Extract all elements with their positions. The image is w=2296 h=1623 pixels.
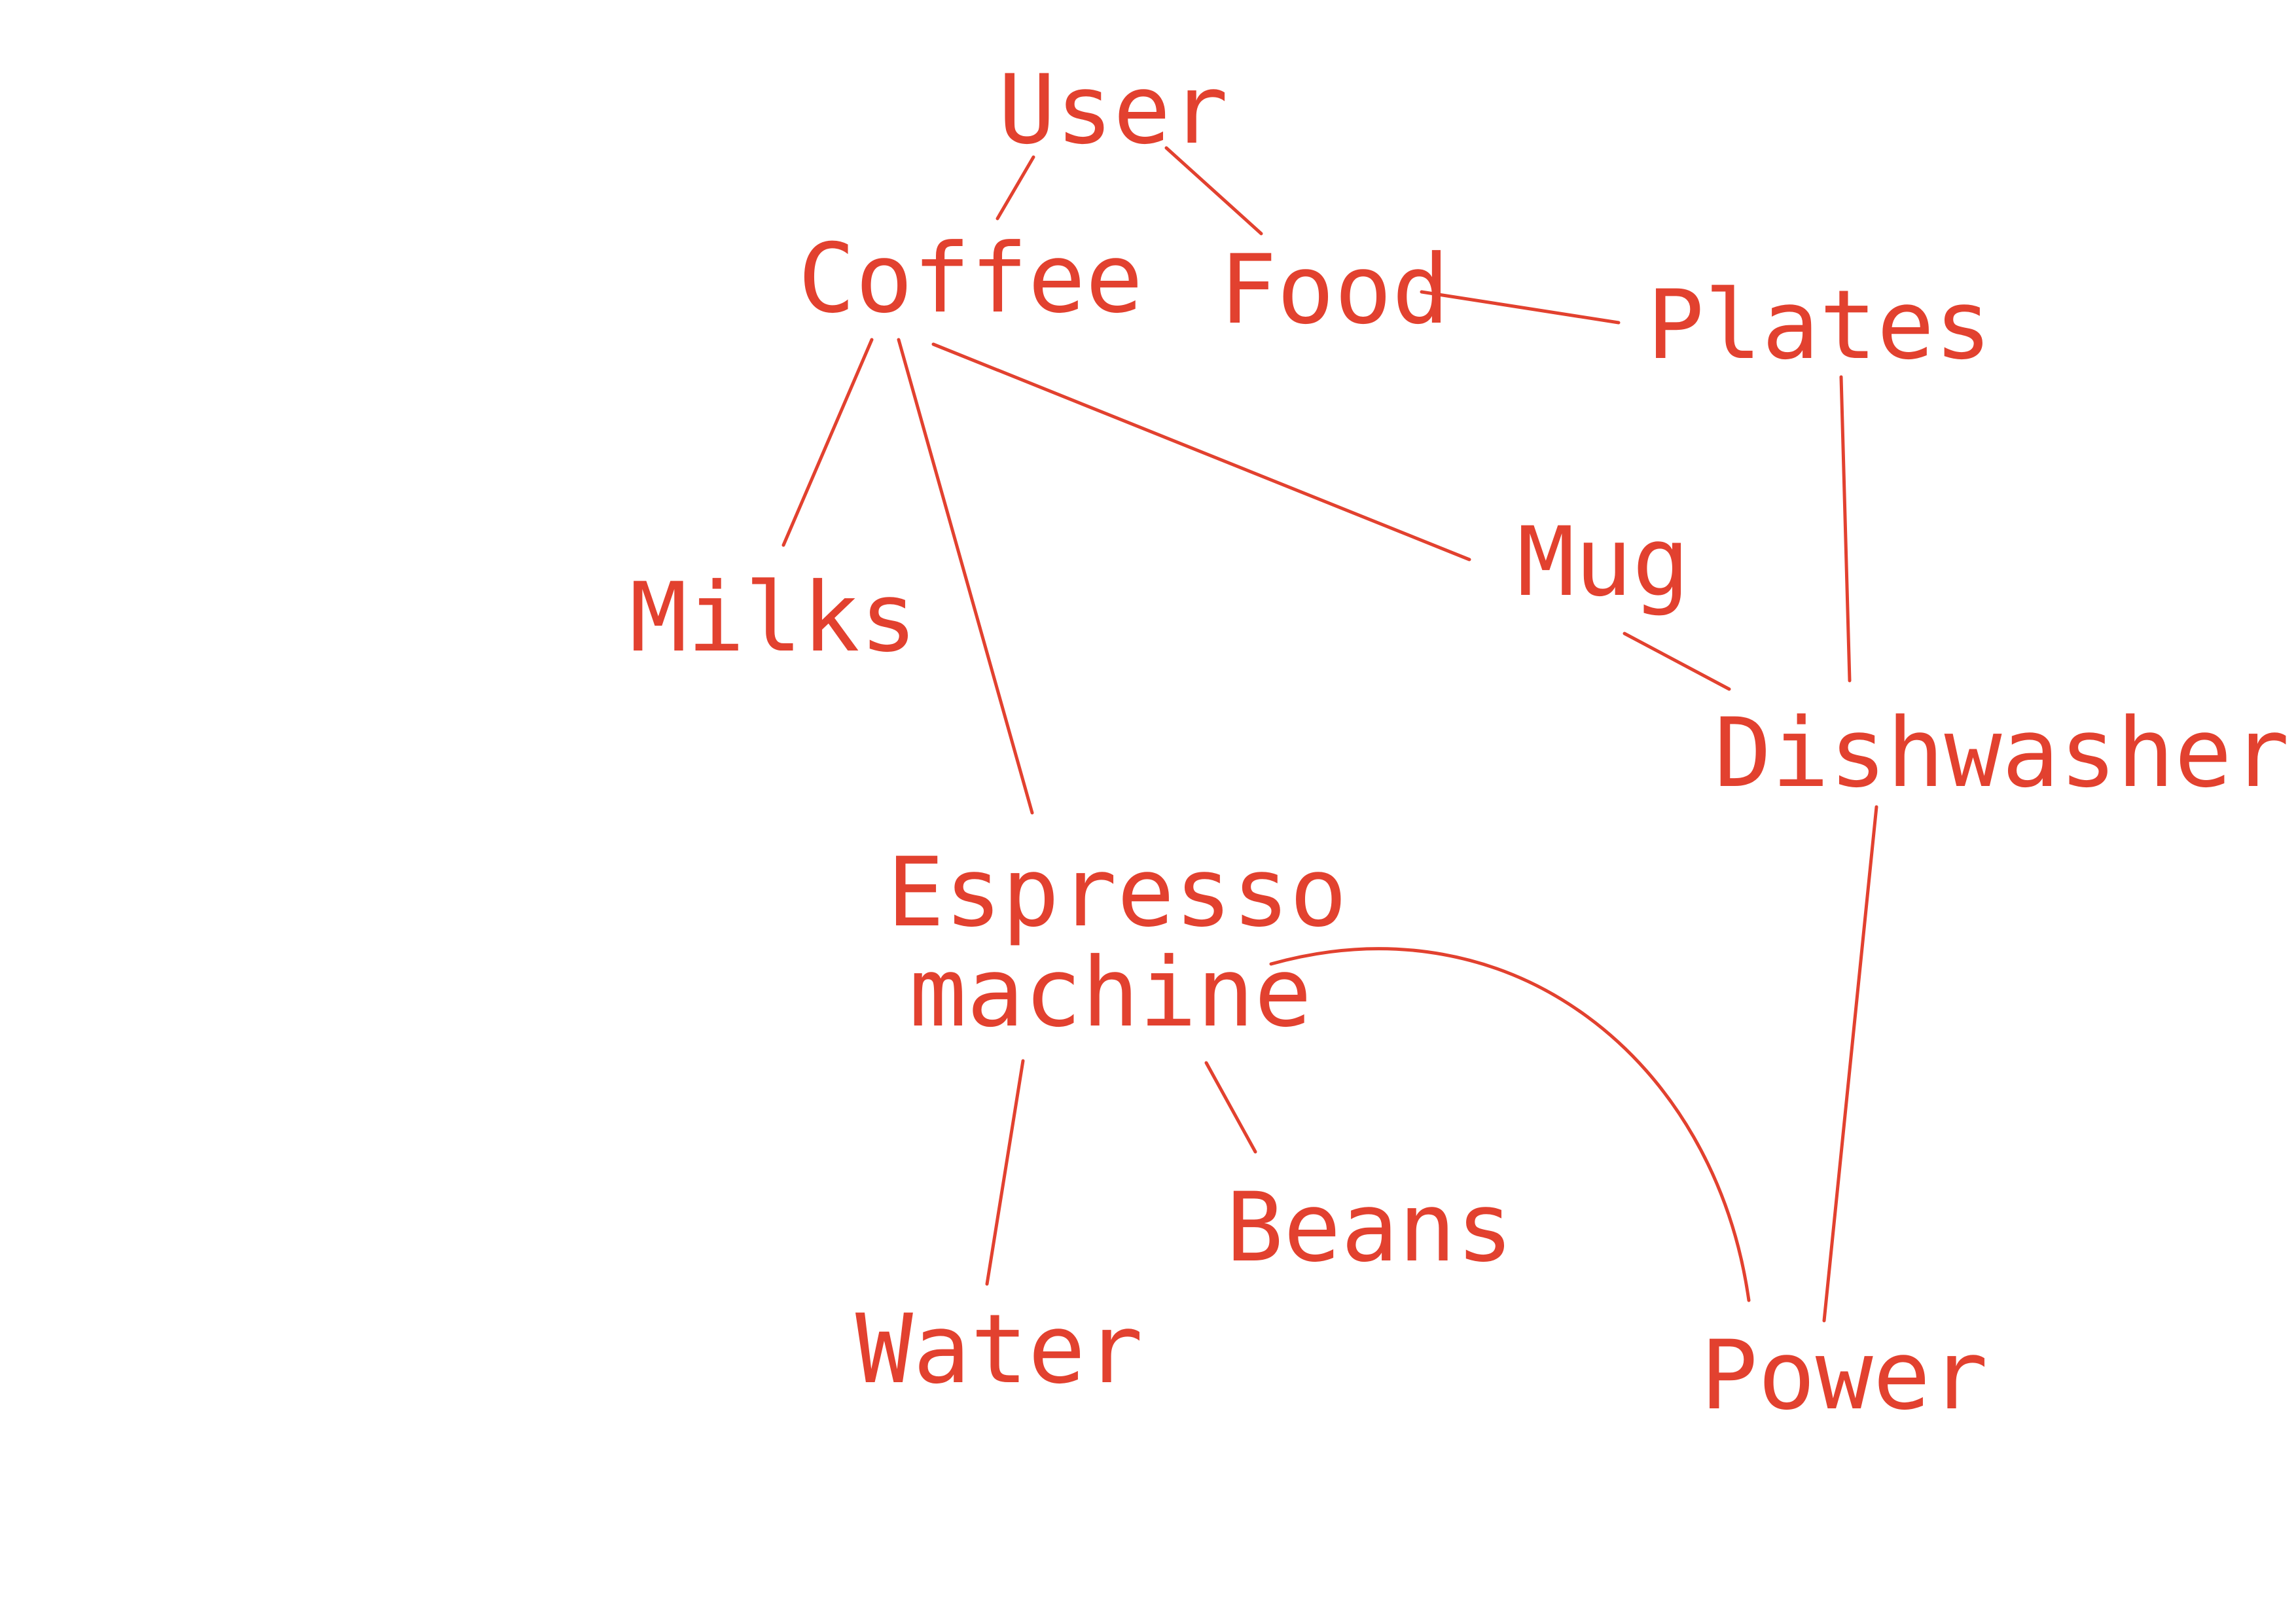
node-milks: Milks	[630, 562, 918, 673]
edge-dishwasher-power	[1822, 805, 1878, 1323]
node-dishwasher: Dishwasher	[1714, 698, 2289, 809]
edge-mug-dishwasher	[1623, 632, 1731, 691]
node-espresso-line1: Espresso	[887, 837, 1347, 948]
node-plates: Plates	[1647, 270, 1992, 381]
edge-plates-dishwasher	[1839, 375, 1852, 683]
edge-espresso-beans	[1204, 1061, 1257, 1154]
edge-user-coffee	[996, 155, 1035, 221]
node-beans: Beans	[1226, 1172, 1514, 1283]
edge-coffee-espresso	[897, 338, 1034, 815]
nodes: User Coffee Food Plates Milks Mug Dishwa…	[630, 54, 2289, 1431]
node-espresso-line2: machine	[909, 937, 1312, 1048]
node-user: User	[998, 54, 1229, 166]
edge-coffee-mug	[931, 342, 1471, 562]
edge-user-food	[1164, 146, 1263, 236]
edge-espresso-water	[985, 1059, 1025, 1286]
node-water: Water	[855, 1294, 1143, 1405]
node-food: Food	[1219, 234, 1450, 346]
node-mug: Mug	[1517, 507, 1690, 618]
node-power: Power	[1700, 1320, 1988, 1431]
edge-espresso-power	[1269, 947, 1751, 1302]
node-coffee: Coffee	[798, 223, 1143, 334]
edges	[781, 146, 1878, 1323]
edge-food-plates	[1420, 290, 1621, 325]
edge-coffee-milks	[781, 338, 874, 547]
